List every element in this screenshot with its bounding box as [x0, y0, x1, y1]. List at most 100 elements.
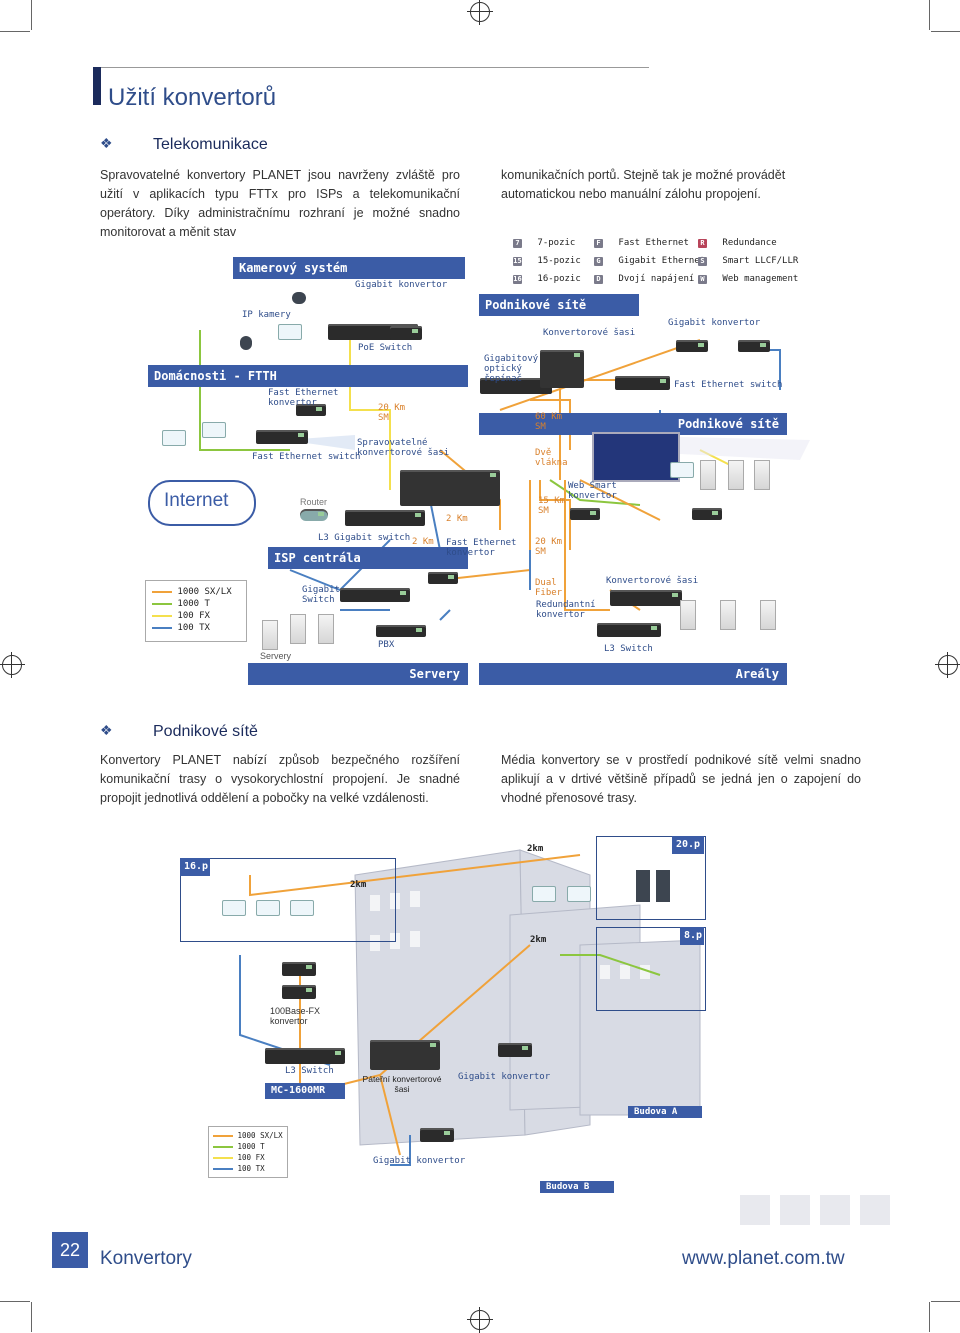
- pc-icon: [670, 462, 694, 478]
- managed-chassis-device: [400, 470, 500, 506]
- legend-item: 1000 SX/LX: [152, 587, 232, 597]
- registration-mark-icon: [0, 652, 25, 678]
- label-web-smart: Web Smart konvertor: [568, 481, 617, 501]
- label-fe-switch2: Fast Ethernet switch: [674, 380, 783, 390]
- server-tower-icon: [656, 870, 670, 902]
- page-title: Užití konvertorů: [108, 84, 277, 111]
- legend-item: W Web management: [698, 274, 798, 284]
- legend-item: 1000 T: [213, 1142, 265, 1151]
- floor-box-20: [596, 836, 706, 920]
- label-20km-sm: 20 Km SM: [378, 403, 406, 423]
- label-2km-b: 2km: [350, 880, 367, 890]
- crop-mark: [0, 31, 30, 32]
- legend-item: R Redundance: [698, 238, 777, 248]
- diagram2-graphic: [239, 849, 701, 1166]
- label-60km-sm: 60 Km SM: [535, 412, 563, 432]
- band-campus: Areály: [479, 663, 787, 685]
- section-heading: Telekomunikace: [153, 136, 268, 153]
- bullet-diamond-icon: ❖: [100, 135, 113, 151]
- pc-icon: [532, 886, 556, 902]
- pc-icon: [202, 422, 226, 438]
- fx-converter-device: [282, 962, 316, 976]
- legend-item: D Dvojí napájení: [594, 274, 694, 284]
- laptop-icon: [222, 900, 246, 916]
- label-router: Router: [300, 497, 328, 507]
- label-two-fibers: Dvě vlákna: [535, 448, 568, 468]
- fe-switch-device: [256, 430, 308, 444]
- label-poe-switch: PoE Switch: [358, 343, 413, 353]
- label-floor8: 8.p: [680, 927, 704, 945]
- pc-icon: [162, 430, 186, 446]
- label-fx-converter: 100Base-FX konvertor: [270, 1006, 321, 1026]
- footer-label: Konvertory: [100, 1248, 192, 1269]
- converter-chassis2-device: [610, 590, 682, 606]
- label-2km-c: 2km: [530, 935, 547, 945]
- web-smart2-device: [692, 508, 722, 520]
- internet-cloud: [148, 480, 256, 526]
- label-gigabit-converter2: Gigabit konvertor: [668, 318, 761, 328]
- server-tower-icon: [636, 870, 650, 902]
- band-homes-ftth: Domácnosti - FTTH: [148, 365, 468, 387]
- legend-item: 100 FX: [152, 611, 210, 621]
- server-icon: [700, 460, 716, 490]
- label-gigabit-switch: Gigabit Switch: [302, 585, 340, 605]
- label-building-b: Budova B: [540, 1181, 614, 1193]
- legend-item: S Smart LLCF/LLR: [698, 256, 798, 266]
- l3-switch-device: [597, 623, 661, 637]
- label-2km-b: 2 Km: [412, 537, 434, 547]
- web-smart-device: [570, 508, 600, 520]
- router-device: [300, 509, 328, 521]
- legend-item: 16 16-pozic: [513, 274, 581, 284]
- label-15km-sm: 15 Km SM: [538, 496, 566, 516]
- section-text-col1: Spravovatelné konvertory PLANET jsou nav…: [100, 168, 460, 239]
- header-rule: [101, 67, 649, 68]
- band-isp: ISP centrála: [268, 547, 468, 569]
- registration-mark-icon: [935, 652, 960, 678]
- section-text-col1: Konvertory PLANET nabízí způsob bezpečné…: [100, 753, 460, 805]
- legend-item: 100 FX: [213, 1153, 265, 1162]
- backbone-chassis-device: [370, 1040, 440, 1070]
- legend-item: F Fast Ethernet: [594, 238, 689, 248]
- legend-top: 7 7-pozic 15 15-pozic 16 16-pozic F Fast…: [513, 238, 833, 288]
- label-dual-fiber: Dual Fiber: [535, 578, 563, 598]
- crop-mark: [31, 1302, 32, 1332]
- crop-mark: [931, 1301, 960, 1302]
- pbx-device: [376, 625, 426, 637]
- band-business-1: Podnikové sítě: [479, 294, 639, 316]
- diagram2-legend: 1000 SX/LX 1000 T 100 FX 100 TX: [208, 1126, 288, 1178]
- label-converter-chassis: Konvertorové šasi: [543, 328, 636, 338]
- label-2km-a: 2km: [527, 844, 544, 854]
- legend-item: 1000 T: [152, 599, 210, 609]
- camera-icon: [292, 292, 306, 304]
- section-heading: Podnikové sítě: [153, 723, 258, 740]
- footer-url[interactable]: www.planet.com.tw: [682, 1248, 845, 1269]
- legend-item: 7 7-pozic: [513, 238, 575, 248]
- gigabit-converter3-device: [738, 340, 770, 352]
- l3-gigabit-switch-device: [345, 510, 425, 526]
- gigabit-converter-device: [420, 1128, 454, 1142]
- fx-converter-device: [282, 985, 316, 999]
- legend-item: 100 TX: [152, 623, 210, 633]
- floor-box-16: [180, 858, 396, 942]
- crop-mark: [929, 0, 930, 30]
- band-servers: Servery: [248, 663, 468, 685]
- label-converter-chassis2: Konvertorové šasi: [606, 576, 699, 586]
- server-icon: [720, 600, 736, 630]
- label-l3-switch: L3 Switch: [604, 644, 653, 654]
- label-gigabit-optical: Gigabitový optický řepínač: [484, 354, 539, 384]
- header-accent-bar: [93, 67, 101, 105]
- legend-item: 100 TX: [213, 1164, 265, 1173]
- gigabit-converter-device: [498, 1043, 532, 1057]
- section-text-col2: komunikačních portů. Stejně tak je možné…: [501, 168, 786, 201]
- fe-converter-device: [296, 404, 326, 416]
- floor-box-8: [596, 927, 706, 1011]
- camera-icon: [240, 336, 252, 350]
- label-gigabit-converter-b: Gigabit konvertor: [373, 1156, 466, 1166]
- legend-item: G Gigabit Ethernet: [594, 256, 705, 266]
- footer-pattern: [740, 1195, 900, 1295]
- pc-icon: [567, 886, 591, 902]
- label-backbone: Páteřní konvertorové šasi: [362, 1074, 442, 1094]
- legend-item: 15 15-pozic: [513, 256, 581, 266]
- label-fe-converter: Fast Ethernet konvertor: [268, 388, 339, 408]
- label-20km-sm2: 20 Km SM: [535, 537, 563, 557]
